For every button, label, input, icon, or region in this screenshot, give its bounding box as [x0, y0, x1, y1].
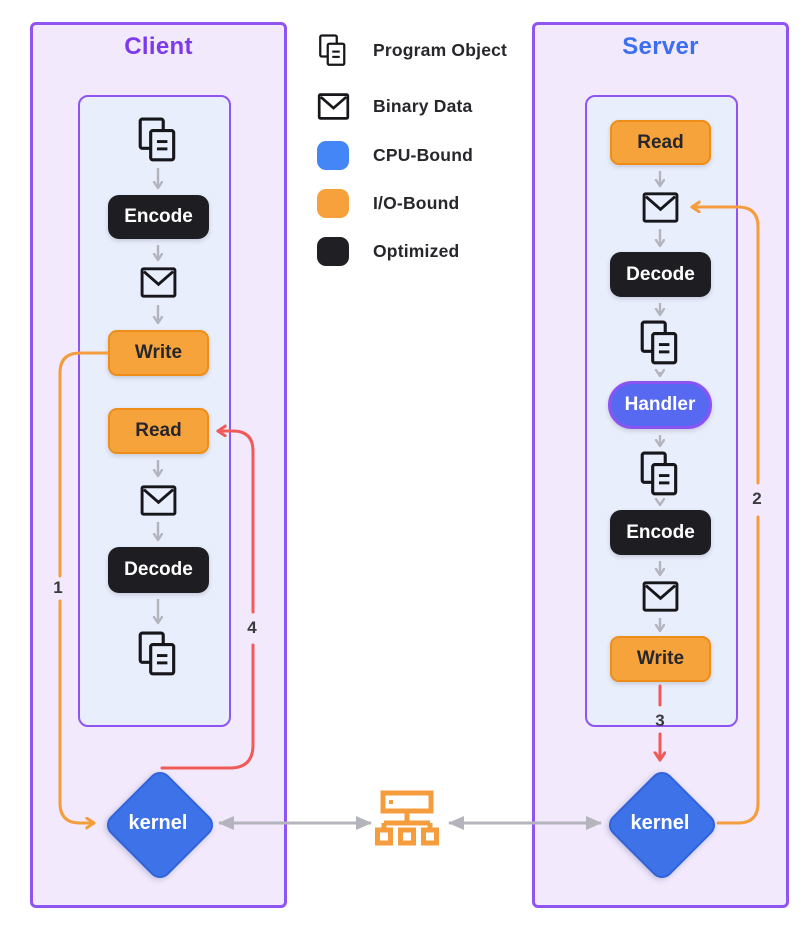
server-decode-label: Decode [626, 263, 695, 285]
server-handler-label: Handler [624, 394, 696, 415]
server-encode-node: Encode [610, 510, 711, 555]
client-kernel-label: kernel [128, 811, 188, 834]
client-read-node: Read [108, 408, 209, 454]
client-encode-node: Encode [108, 195, 209, 239]
legend-label: CPU-Bound [373, 144, 473, 165]
server-kernel-label: kernel [630, 811, 690, 834]
server-read-node: Read [610, 120, 711, 165]
step-2-label: 2 [752, 489, 762, 508]
binary-data-icon [140, 267, 177, 298]
server-handler-node: Handler [608, 381, 712, 429]
client-kernel-node: kernel [102, 767, 218, 883]
legend-row-program-object: Program Object [316, 33, 508, 67]
legend-label: I/O-Bound [373, 192, 460, 213]
server-write-label: Write [636, 648, 685, 669]
legend-label: Program Object [373, 39, 508, 60]
legend-label: Optimized [373, 240, 460, 261]
binary-data-icon [316, 92, 350, 120]
program-object-icon [137, 631, 179, 677]
client-decode-node: Decode [108, 547, 209, 593]
legend-row-cpu-bound: CPU-Bound [316, 139, 473, 171]
legend-row-io-bound: I/O-Bound [316, 187, 459, 219]
binary-data-icon [140, 485, 177, 516]
server-title: Server [622, 33, 699, 60]
server-decode-node: Decode [610, 252, 711, 297]
program-object-icon [639, 320, 681, 366]
cpu-bound-swatch [316, 140, 350, 170]
client-encode-label: Encode [124, 206, 193, 227]
client-title: Client [124, 33, 193, 60]
step-4-label: 4 [247, 618, 257, 637]
io-bound-swatch [316, 188, 350, 218]
binary-data-icon [642, 192, 679, 223]
network-switch-icon [374, 790, 440, 853]
legend-row-optimized: Optimized [316, 235, 459, 267]
legend-row-binary-data: Binary Data [316, 90, 472, 122]
program-object-icon [316, 33, 350, 67]
binary-data-icon [642, 581, 679, 612]
client-decode-label: Decode [124, 559, 193, 580]
step-3-label: 3 [655, 711, 665, 730]
server-read-label: Read [637, 131, 684, 153]
client-write-label: Write [134, 342, 183, 363]
legend-label: Binary Data [373, 95, 473, 116]
optimized-swatch [316, 236, 350, 266]
program-object-icon [137, 117, 179, 163]
step-1-label: 1 [53, 578, 63, 597]
program-object-icon [639, 451, 681, 497]
client-read-label: Read [135, 420, 182, 441]
server-encode-label: Encode [626, 521, 695, 543]
client-write-node: Write [108, 330, 209, 376]
server-kernel-node: kernel [604, 767, 720, 883]
server-write-node: Write [610, 636, 711, 682]
